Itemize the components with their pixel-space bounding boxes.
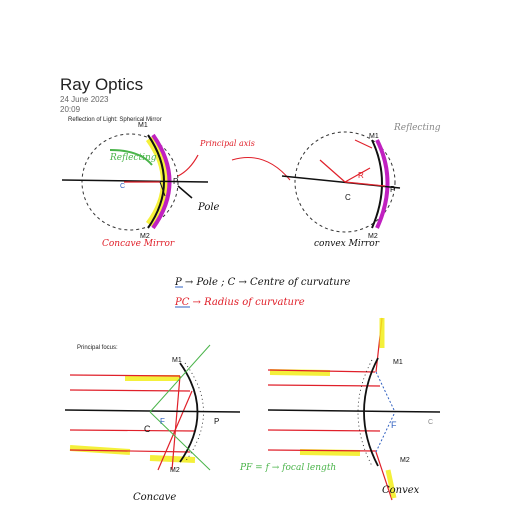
page-time: 20:09 [60, 105, 81, 114]
focus-convex-c: C [428, 419, 433, 426]
section1-caption: Reflection of Light: Spherical Mirror [68, 117, 162, 123]
convex-m1-label: M1 [369, 133, 379, 140]
concave-mirror-name: Concave Mirror [102, 239, 175, 249]
convex-m2-label: M2 [368, 233, 378, 240]
focus-concave-p: P [214, 417, 219, 426]
concave-p-label: P [173, 177, 178, 186]
definitions-block: P → Pole ; C → Centre of curvature PC → … [174, 277, 351, 308]
section2-caption: Principal focus: [77, 345, 118, 351]
reflecting-note-grey: Reflecting [393, 123, 441, 133]
page-date: 24 June 2023 [60, 95, 109, 104]
focus-concave-c: C [144, 424, 151, 434]
focus-concave-f: F [160, 417, 165, 426]
focus-convex-name: Convex [382, 485, 420, 496]
focus-concave-name: Concave [133, 492, 176, 503]
definition-line-2: PC → Radius of curvature [174, 297, 305, 308]
concave-m1-label: M1 [138, 122, 148, 129]
convex-p-label: P [390, 185, 395, 194]
convex-mirror-name: convex Mirror [314, 239, 380, 249]
pole-note: Pole [197, 202, 220, 213]
convex-focus-diagram: M1 M2 F C Convex [267, 317, 441, 501]
definition-line-1: P → Pole ; C → Centre of curvature [174, 277, 351, 288]
concave-focus-diagram: M1 M2 C F P Concave [64, 344, 241, 503]
convex-c-label: C [345, 193, 351, 202]
concave-c-label: C [120, 183, 125, 190]
convex-mirror-diagram: M1 M2 C P R Reflecting convex Mirror [281, 123, 441, 249]
focus-convex-m1: M1 [393, 359, 403, 366]
principal-axis-note: Principal axis [199, 139, 255, 148]
focus-concave-m1: M1 [172, 357, 182, 364]
page-title: Ray Optics [60, 75, 144, 94]
convex-r-label: R [358, 171, 364, 180]
focus-convex-m2: M2 [400, 457, 410, 464]
focus-convex-f: F [391, 420, 397, 430]
focus-concave-m2: M2 [170, 467, 180, 474]
concave-m2-label: M2 [140, 233, 150, 240]
concave-mirror-diagram: M1 M2 C P Reflecting Principal axis Pole… [61, 122, 255, 249]
reflecting-note-green: Reflecting [109, 153, 157, 163]
focal-length-note: PF = f → focal length [239, 463, 336, 473]
